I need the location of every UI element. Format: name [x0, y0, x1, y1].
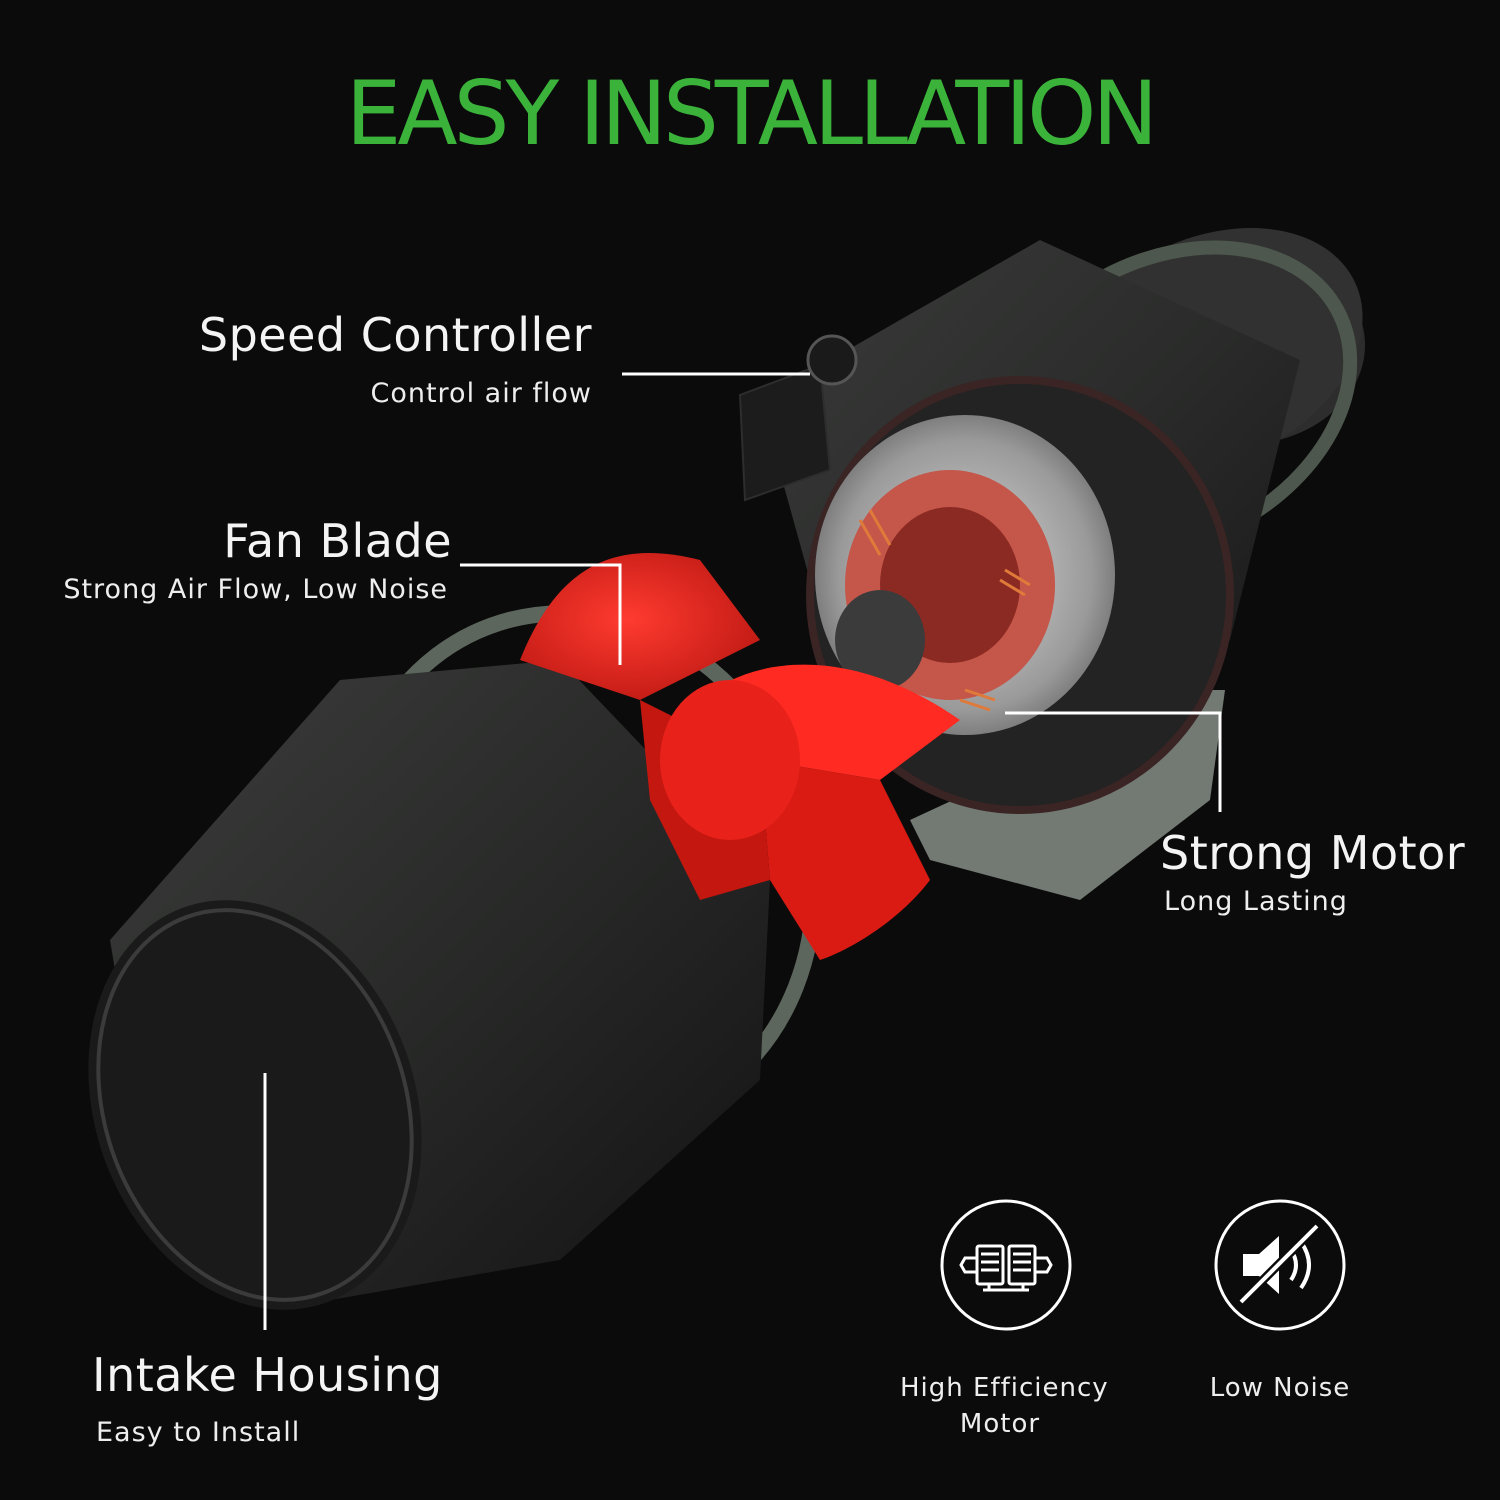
strong-motor-subtitle: Long Lasting: [1164, 886, 1348, 917]
intake-housing-title: Intake Housing: [92, 1348, 443, 1402]
fan-blade-subtitle: Strong Air Flow, Low Noise: [63, 574, 448, 605]
page-title: EASY INSTALLATION: [345, 62, 1158, 165]
feature-label-high-efficiency: High Efficiency Motor: [900, 1370, 1109, 1442]
main-body: [738, 240, 1300, 900]
feature-label-low-noise: Low Noise: [1180, 1370, 1380, 1406]
mute-speaker-icon: [1214, 1199, 1346, 1331]
intake-housing: [88, 605, 822, 1310]
speed-controller-subtitle: Control air flow: [370, 378, 592, 409]
fan-blade-title: Fan Blade: [223, 514, 452, 568]
strong-motor-title: Strong Motor: [1160, 826, 1466, 880]
callout-leader-lines: [263, 372, 1222, 1330]
motor-icon: [940, 1199, 1072, 1331]
feature-label-line1: Low Noise: [1209, 1373, 1351, 1403]
feature-label-line1: High Efficiency: [900, 1373, 1109, 1403]
speed-controller-title: Speed Controller: [198, 308, 592, 362]
feature-label-line2: Motor: [959, 1409, 1041, 1439]
speed-knob: [806, 334, 858, 386]
intake-housing-subtitle: Easy to Install: [96, 1417, 301, 1448]
fan-blade: [520, 553, 960, 960]
